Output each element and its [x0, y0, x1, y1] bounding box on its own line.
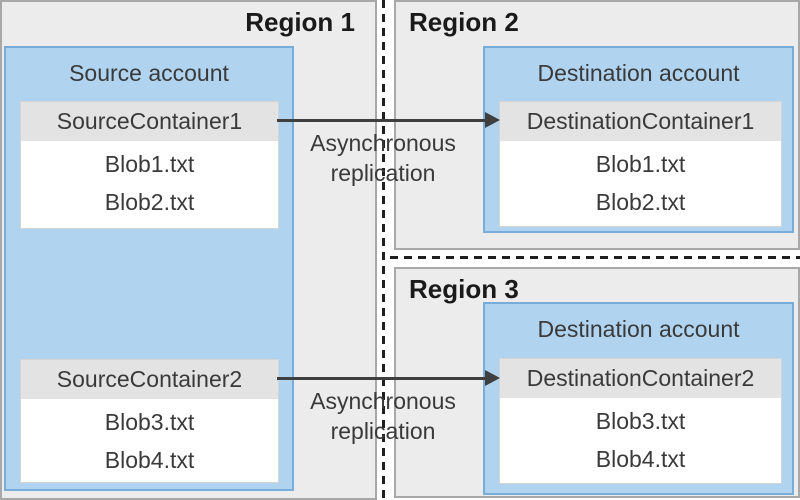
horizontal-region-divider-dashed-line [390, 256, 800, 259]
replication-arrow-1-head-icon [485, 112, 500, 128]
source-container-2: SourceContainer2 Blob3.txt Blob4.txt [20, 359, 279, 483]
blob-item: Blob2.txt [104, 189, 195, 215]
destination-account-box-region2: Destination account DestinationContainer… [483, 46, 794, 233]
vertical-region-divider-dashed-line [382, 0, 385, 500]
source-account-box: Source account SourceContainer1 Blob1.tx… [4, 46, 294, 491]
blob-item: Blob3.txt [104, 409, 195, 435]
blob-item: Blob1.txt [104, 151, 195, 177]
replication-arrow-2-label: Asynchronous replication [310, 388, 456, 444]
destination-container-2-header: DestinationContainer2 [500, 359, 781, 398]
destination-container-2-blob-list: Blob3.txt Blob4.txt [500, 398, 781, 478]
replication-arrow-1-line [277, 119, 486, 122]
destination-account-2-label: Destination account [537, 316, 740, 342]
source-account-label: Source account [69, 60, 229, 86]
blob-item: Blob1.txt [595, 151, 686, 177]
blob-item: Blob3.txt [595, 408, 686, 434]
blob-item: Blob4.txt [595, 446, 686, 472]
destination-container-1-header: DestinationContainer1 [500, 102, 781, 141]
region-1-label: Region 1 [245, 7, 355, 37]
destination-account-box-region3: Destination account DestinationContainer… [483, 302, 794, 495]
blob-item: Blob2.txt [595, 189, 686, 215]
region-2-label: Region 2 [409, 7, 519, 37]
destination-account-1-label: Destination account [537, 60, 740, 86]
region-3-label: Region 3 [409, 274, 519, 304]
source-container-1-header: SourceContainer1 [21, 102, 278, 141]
blob-item: Blob4.txt [104, 447, 195, 473]
destination-container-1-blob-list: Blob1.txt Blob2.txt [500, 141, 781, 221]
source-container-1: SourceContainer1 Blob1.txt Blob2.txt [20, 101, 279, 229]
source-container-1-blob-list: Blob1.txt Blob2.txt [21, 141, 278, 221]
replication-arrow-2-head-icon [485, 370, 500, 386]
destination-container-1: DestinationContainer1 Blob1.txt Blob2.tx… [499, 101, 782, 227]
source-container-2-header: SourceContainer2 [21, 360, 278, 399]
destination-container-2: DestinationContainer2 Blob3.txt Blob4.tx… [499, 358, 782, 484]
source-container-2-blob-list: Blob3.txt Blob4.txt [21, 399, 278, 479]
replication-arrow-1-label: Asynchronous replication [310, 130, 456, 186]
replication-arrow-2-line [277, 377, 486, 380]
